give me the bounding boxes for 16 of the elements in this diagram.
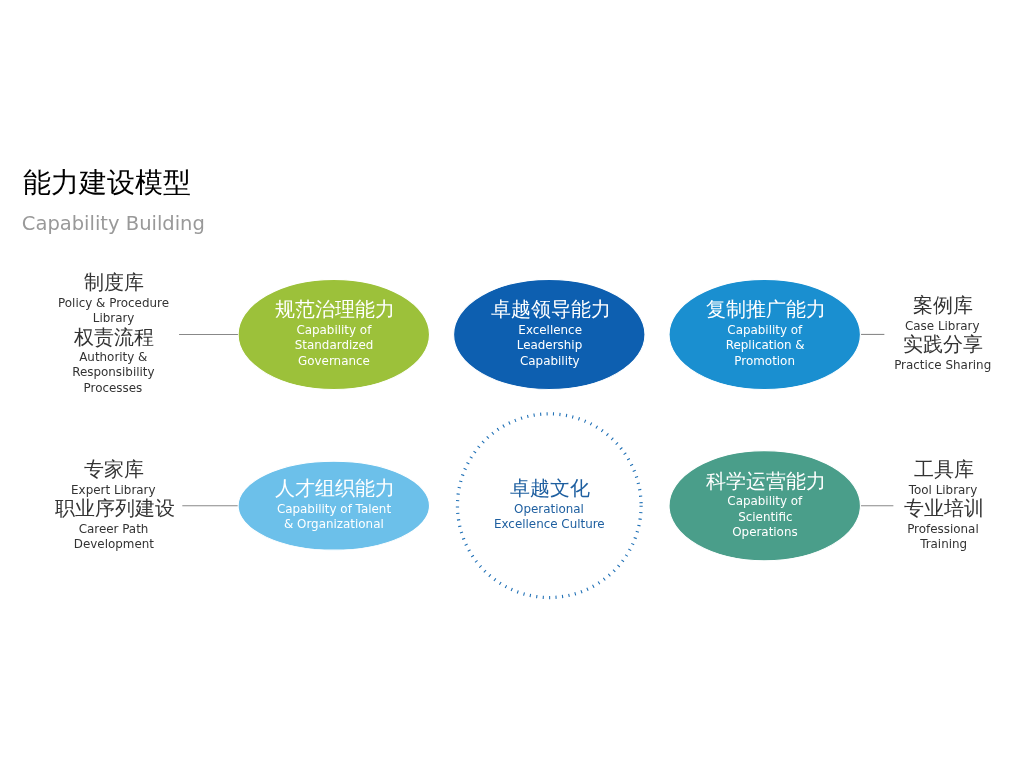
node-text: 制度库 Policy & Procedure Library 权责流程 Authority & Responsibility Processes xyxy=(58,270,170,395)
connector xyxy=(860,504,894,506)
node-ellipse: 人才组织能力 Capability of Talent & Organizational xyxy=(237,460,431,551)
connector xyxy=(860,333,885,335)
node-text: 工具库 Tool Library 专业培训 Professional Training xyxy=(903,457,984,551)
node-ellipse: 规范治理能力 Capability of Standardized Governance xyxy=(237,278,431,390)
node-text: 案例库 Case Library 实践分享 Practice Sharing xyxy=(894,293,992,372)
diagram-title: 能力建设模型 xyxy=(22,165,191,199)
connector xyxy=(178,333,239,335)
connector xyxy=(181,504,239,506)
label: Capability Building xyxy=(21,211,205,235)
node-text: 专家库 Expert Library 职业序列建设 Career Path Development xyxy=(54,457,175,551)
node-circle: 卓越文化 Operational Excellence Culture xyxy=(455,411,643,599)
node-ellipse: 复制推广能力 Capability of Replication & Promotion xyxy=(668,278,861,390)
node-ellipse: 科学运营能力 Capability of Scientific Operations xyxy=(668,449,861,561)
node-ellipse: 卓越领导能力 Excellence Leadership Capability xyxy=(453,278,646,390)
